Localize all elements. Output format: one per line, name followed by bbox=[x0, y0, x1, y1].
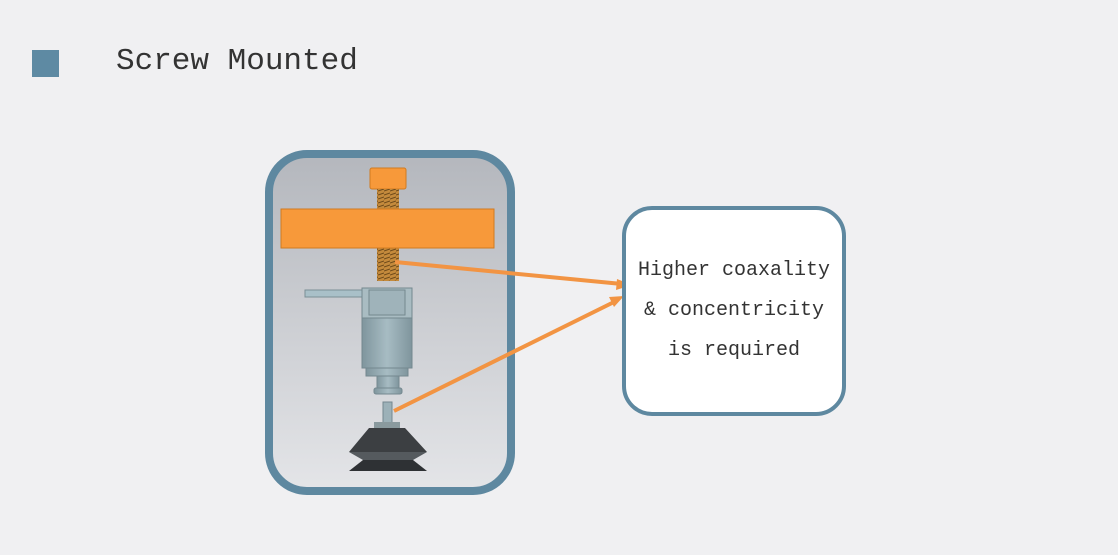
callout-line-3: is required bbox=[667, 339, 801, 362]
mounting-plate bbox=[280, 208, 495, 249]
title-bullet bbox=[32, 50, 59, 77]
callout-line-2: & concentricity bbox=[643, 299, 825, 322]
requirement-callout: Higher coaxality & concentricity is requ… bbox=[622, 206, 846, 416]
callout-line-1: Higher coaxality bbox=[637, 259, 831, 282]
slide-title: Screw Mounted bbox=[116, 44, 358, 79]
screw-icon bbox=[369, 167, 407, 281]
vacuum-cylinder-icon bbox=[304, 287, 413, 395]
suction-cup-icon bbox=[349, 401, 427, 471]
